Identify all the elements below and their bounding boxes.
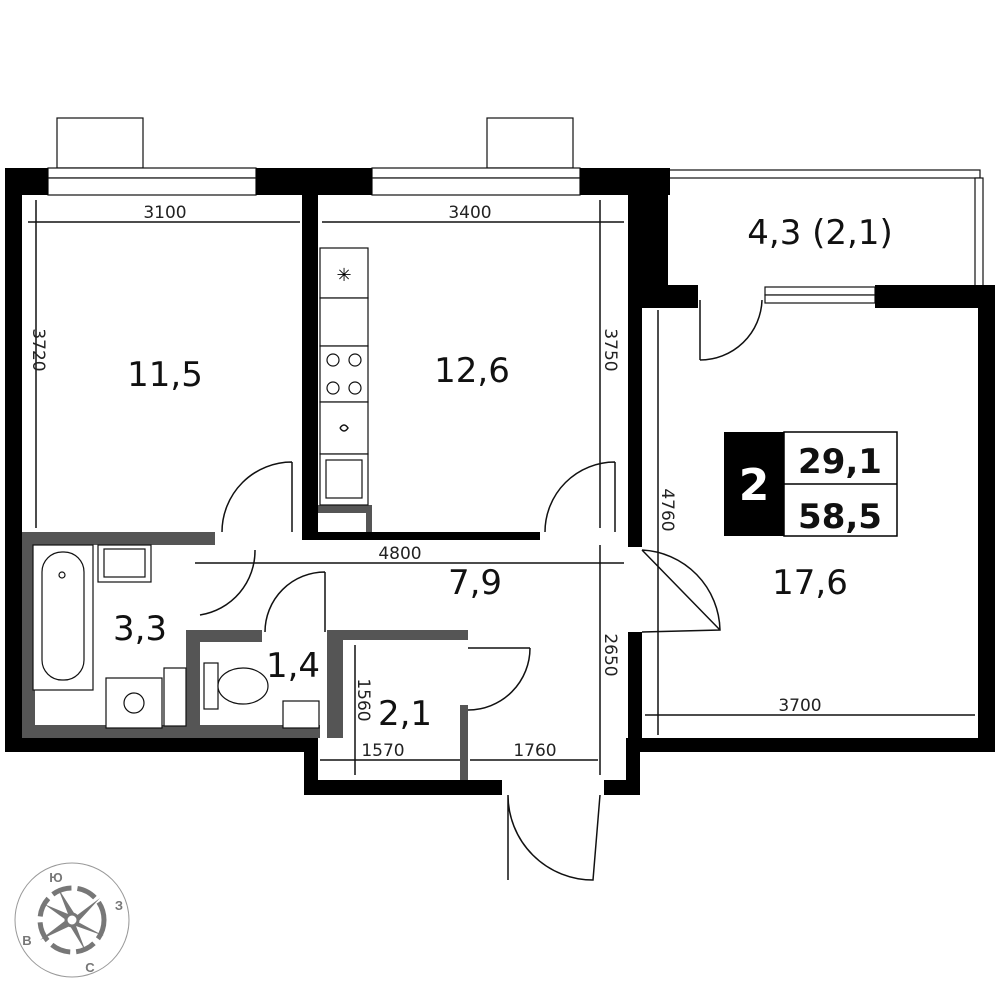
- exterior-walls: [5, 168, 995, 795]
- dim-storage-height: 1560: [353, 678, 373, 721]
- bathroom-fixtures: [32, 544, 320, 729]
- room-area-toilet: 1,4: [266, 646, 320, 686]
- dim-bedroom-width: 3100: [143, 203, 186, 223]
- room-area-bathroom: 3,3: [113, 609, 167, 649]
- room-area-kitchen: 12,6: [434, 351, 510, 391]
- partitions: [22, 505, 468, 780]
- kitchen-fixtures: ✳: [319, 247, 369, 506]
- dim-kitchen-height: 3750: [600, 328, 620, 371]
- compass-icon: Ю З В С: [14, 862, 130, 978]
- room-area-living: 17,6: [772, 563, 848, 603]
- toilet: [203, 662, 219, 710]
- rooms-count: 2: [739, 460, 770, 511]
- compass-east: В: [22, 933, 31, 948]
- dim-kitchen-width: 3400: [448, 203, 491, 223]
- living-area: 29,1: [798, 442, 882, 482]
- room-area-storage: 2,1: [378, 694, 432, 734]
- toilet-sink: [282, 700, 320, 729]
- dim-hall-height: 2650: [600, 633, 620, 676]
- room-area-balcony: 4,3 (2,1): [747, 213, 892, 253]
- doors: [199, 299, 763, 881]
- snowflake-icon: ✳: [336, 265, 351, 286]
- dim-hall-length: 4800: [378, 544, 421, 564]
- apartment-badge: 2 29,1 58,5: [724, 431, 898, 537]
- dim-entry-width: 1760: [513, 741, 556, 761]
- room-area-hall: 7,9: [448, 563, 502, 603]
- window-bays: [56, 117, 574, 169]
- dimension-lines: [28, 200, 975, 775]
- compass-south: Ю: [49, 870, 62, 885]
- stove: [319, 345, 369, 403]
- room-area-bedroom: 11,5: [127, 355, 203, 395]
- dim-storage-width: 1570: [361, 741, 404, 761]
- compass-west: З: [115, 898, 123, 913]
- fridge: [319, 247, 369, 299]
- compass-north: С: [85, 960, 95, 975]
- total-area: 58,5: [798, 497, 882, 537]
- dim-living-width: 3700: [778, 696, 821, 716]
- dim-bedroom-height: 3720: [28, 328, 48, 371]
- dim-living-height: 4760: [657, 488, 677, 531]
